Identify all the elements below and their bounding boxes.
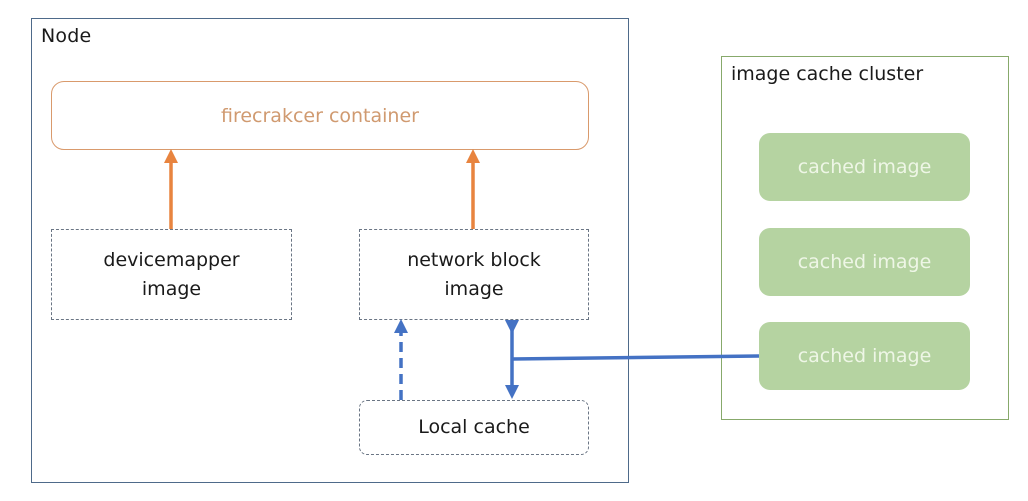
cached-image-label: cached image: [797, 345, 932, 367]
cached-image-box[interactable]: cached image: [759, 322, 970, 390]
devicemapper-image-box[interactable]: devicemapper image: [51, 229, 292, 320]
node-title: Node: [41, 25, 92, 47]
devicemapper-label-line1: devicemapper: [103, 248, 240, 271]
firecracker-container-box[interactable]: firecrakcer container: [51, 81, 589, 150]
connector-cached-image-to-node: [511, 354, 760, 361]
image-cache-cluster-title: image cache cluster: [731, 63, 924, 85]
image-cache-cluster-frame: [721, 56, 1009, 420]
firecracker-container-label: firecrakcer container: [221, 104, 419, 127]
cached-image-box[interactable]: cached image: [759, 228, 970, 296]
network-block-label-line1: network block: [407, 248, 541, 271]
cached-image-box[interactable]: cached image: [759, 133, 970, 201]
node-frame: [31, 18, 629, 483]
devicemapper-label-line2: image: [141, 277, 202, 300]
cached-image-label: cached image: [797, 251, 932, 273]
network-block-image-box[interactable]: network block image: [359, 229, 589, 320]
network-block-label-line2: image: [444, 277, 504, 300]
cached-image-label: cached image: [797, 156, 932, 178]
local-cache-box[interactable]: Local cache: [359, 400, 589, 455]
local-cache-label: Local cache: [418, 416, 530, 438]
